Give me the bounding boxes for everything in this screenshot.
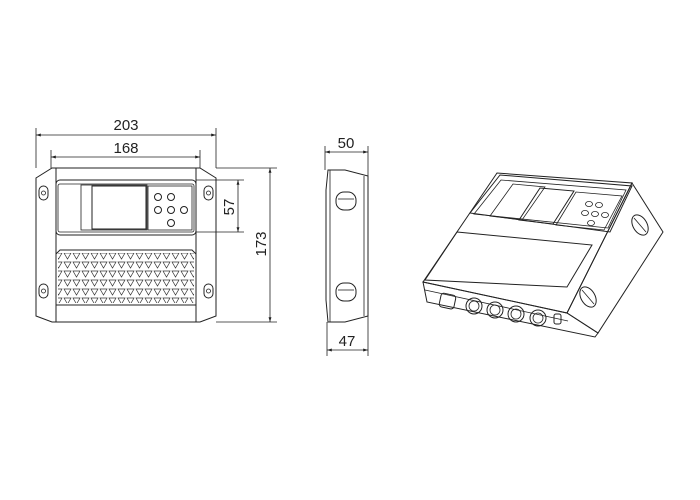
front-view: 203 168 57 173 (35, 117, 277, 323)
button (167, 219, 175, 227)
iso-right-face (566, 181, 664, 334)
side-slot (335, 282, 357, 302)
mounting-plate (35, 167, 217, 323)
display-screen (91, 185, 147, 230)
button (167, 206, 175, 214)
buttons (154, 193, 188, 227)
button (167, 193, 175, 201)
iso-front-face (422, 281, 599, 338)
display-bezel (55, 179, 197, 236)
button (154, 193, 162, 201)
iso-side-slots (579, 214, 649, 308)
iso-screen (518, 187, 575, 225)
side-slot (335, 191, 357, 211)
button-panel (147, 185, 193, 231)
dim-57: 57 (221, 199, 238, 216)
side-view: 50 47 (324, 135, 369, 356)
iso-buttons (581, 200, 609, 226)
dim-47: 47 (339, 333, 356, 350)
mounting-holes (38, 185, 214, 299)
button (180, 206, 188, 214)
iso-vent-grille (424, 231, 593, 288)
dim-203: 203 (113, 117, 138, 134)
vent-grille (55, 249, 197, 306)
button (154, 206, 162, 214)
isometric-view (422, 172, 664, 338)
iso-connectors (438, 292, 562, 327)
dim-168: 168 (113, 140, 138, 157)
dim-173: 173 (253, 231, 270, 256)
dim-50: 50 (338, 135, 355, 152)
